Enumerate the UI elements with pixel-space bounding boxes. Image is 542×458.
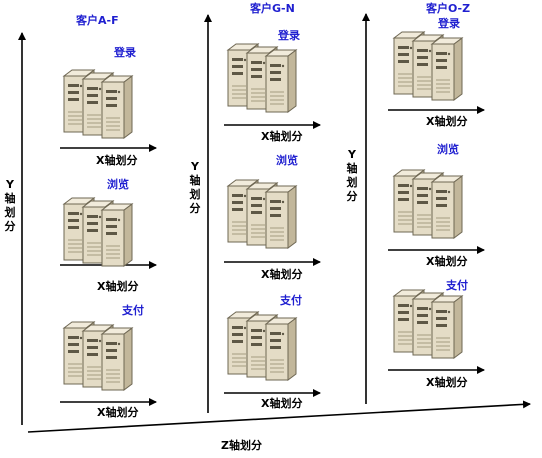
server-cluster-icon xyxy=(394,290,462,358)
function-label: 浏览 xyxy=(276,154,298,167)
y-axis-label: Y 轴划分 xyxy=(4,178,16,233)
server-cluster-icon xyxy=(228,44,296,112)
y-axis-label: Y 轴划分 xyxy=(346,148,358,203)
function-label: 支付 xyxy=(122,304,144,317)
x-axis-label: X轴划分 xyxy=(261,268,303,281)
function-label: 支付 xyxy=(446,279,468,292)
function-label: 登录 xyxy=(278,29,300,42)
x-axis-label: X轴划分 xyxy=(261,397,303,410)
server-cluster-icon xyxy=(64,322,132,390)
y-axis-label: Y 轴划分 xyxy=(189,160,201,215)
x-axis-label: X轴划分 xyxy=(97,280,139,293)
x-axis-label: X轴划分 xyxy=(426,255,468,268)
server-cluster-icon xyxy=(64,70,132,138)
function-label: 支付 xyxy=(280,294,302,307)
x-axis-label: X轴划分 xyxy=(96,154,138,167)
server-cluster-icon xyxy=(228,312,296,380)
server-cluster-icon xyxy=(394,32,462,100)
server-cluster-icon xyxy=(64,198,132,266)
x-axis-label: X轴划分 xyxy=(261,130,303,143)
x-axis-label: X轴划分 xyxy=(97,406,139,419)
function-label: 登录 xyxy=(438,17,460,30)
function-label: 浏览 xyxy=(107,178,129,191)
function-label: 登录 xyxy=(114,46,136,59)
server-cluster-icon xyxy=(394,170,462,238)
x-axis-label: X轴划分 xyxy=(426,376,468,389)
customer-group-label: 客户O-Z xyxy=(426,2,471,15)
z-axis-label: Z轴划分 xyxy=(221,439,262,452)
server-cluster-icon xyxy=(228,180,296,248)
customer-group-label: 客户G-N xyxy=(250,2,295,15)
x-axis-label: X轴划分 xyxy=(426,115,468,128)
z-axis-arrow xyxy=(27,400,531,433)
customer-group-label: 客户A-F xyxy=(76,14,119,27)
function-label: 浏览 xyxy=(437,143,459,156)
